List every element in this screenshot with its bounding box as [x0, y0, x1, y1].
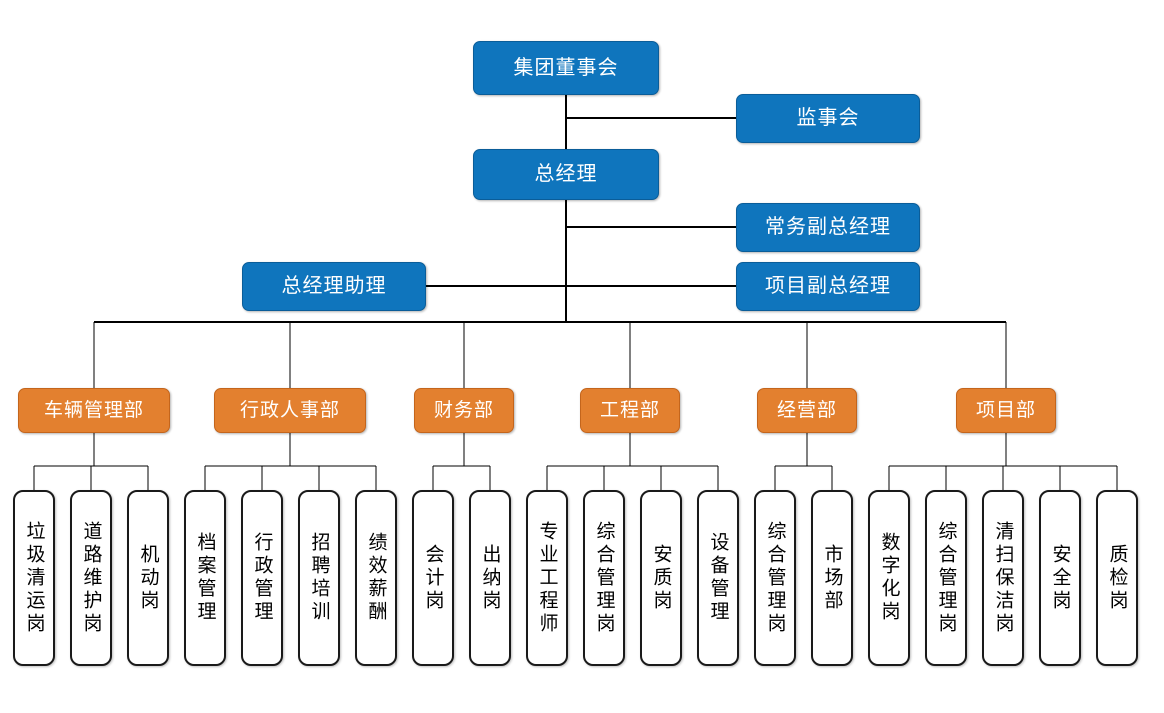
- post-node-professional-engineer[interactable]: 专业工程师: [526, 490, 568, 666]
- post-node-safety-quality[interactable]: 安质岗: [640, 490, 682, 666]
- post-label: 垃圾清运岗: [23, 520, 45, 636]
- post-node-archive-management[interactable]: 档案管理: [184, 490, 226, 666]
- post-node-mobile-post[interactable]: 机动岗: [127, 490, 169, 666]
- post-node-equipment-management[interactable]: 设备管理: [697, 490, 739, 666]
- post-label: 综合管理岗: [764, 520, 786, 636]
- post-node-proj-general-mgmt[interactable]: 综合管理岗: [925, 490, 967, 666]
- post-label: 招聘培训: [308, 532, 330, 624]
- post-node-cleaning[interactable]: 清扫保洁岗: [982, 490, 1024, 666]
- exec-node-general-manager[interactable]: 总经理: [473, 149, 659, 200]
- post-node-quality-inspection[interactable]: 质检岗: [1096, 490, 1138, 666]
- post-label: 设备管理: [707, 532, 729, 624]
- post-label: 机动岗: [137, 543, 159, 613]
- post-label: 道路维护岗: [80, 520, 102, 636]
- exec-node-board[interactable]: 集团董事会: [473, 41, 659, 95]
- post-node-market-department[interactable]: 市场部: [811, 490, 853, 666]
- post-label: 专业工程师: [536, 520, 558, 636]
- department-node-admin-hr[interactable]: 行政人事部: [214, 388, 366, 433]
- department-node-engineering[interactable]: 工程部: [580, 388, 680, 433]
- post-label: 综合管理岗: [593, 520, 615, 636]
- post-node-road-maintenance[interactable]: 道路维护岗: [70, 490, 112, 666]
- post-label: 综合管理岗: [935, 520, 957, 636]
- post-node-recruit-training[interactable]: 招聘培训: [298, 490, 340, 666]
- post-node-performance-salary[interactable]: 绩效薪酬: [355, 490, 397, 666]
- post-node-admin-management[interactable]: 行政管理: [241, 490, 283, 666]
- post-label: 数字化岗: [878, 532, 900, 624]
- post-label: 绩效薪酬: [365, 532, 387, 624]
- post-label: 市场部: [821, 543, 843, 613]
- post-label: 会计岗: [422, 543, 444, 613]
- post-label: 清扫保洁岗: [992, 520, 1014, 636]
- post-node-safety[interactable]: 安全岗: [1039, 490, 1081, 666]
- post-node-digitalization[interactable]: 数字化岗: [868, 490, 910, 666]
- post-label: 档案管理: [194, 532, 216, 624]
- exec-node-supervisory[interactable]: 监事会: [736, 94, 920, 143]
- exec-node-exec-vice-gm[interactable]: 常务副总经理: [736, 203, 920, 252]
- post-node-garbage-transport[interactable]: 垃圾清运岗: [13, 490, 55, 666]
- exec-node-gm-assistant[interactable]: 总经理助理: [242, 262, 426, 311]
- post-label: 安质岗: [650, 543, 672, 613]
- post-node-cashier[interactable]: 出纳岗: [469, 490, 511, 666]
- post-node-ops-general-mgmt[interactable]: 综合管理岗: [754, 490, 796, 666]
- post-label: 质检岗: [1106, 543, 1128, 613]
- department-node-finance[interactable]: 财务部: [414, 388, 514, 433]
- department-node-project[interactable]: 项目部: [956, 388, 1056, 433]
- post-label: 安全岗: [1049, 543, 1071, 613]
- post-label: 行政管理: [251, 532, 273, 624]
- exec-node-project-vice-gm[interactable]: 项目副总经理: [736, 262, 920, 311]
- department-node-vehicle-management[interactable]: 车辆管理部: [18, 388, 170, 433]
- post-node-eng-general-mgmt[interactable]: 综合管理岗: [583, 490, 625, 666]
- post-label: 出纳岗: [479, 543, 501, 613]
- post-node-accounting[interactable]: 会计岗: [412, 490, 454, 666]
- department-node-operations[interactable]: 经营部: [757, 388, 857, 433]
